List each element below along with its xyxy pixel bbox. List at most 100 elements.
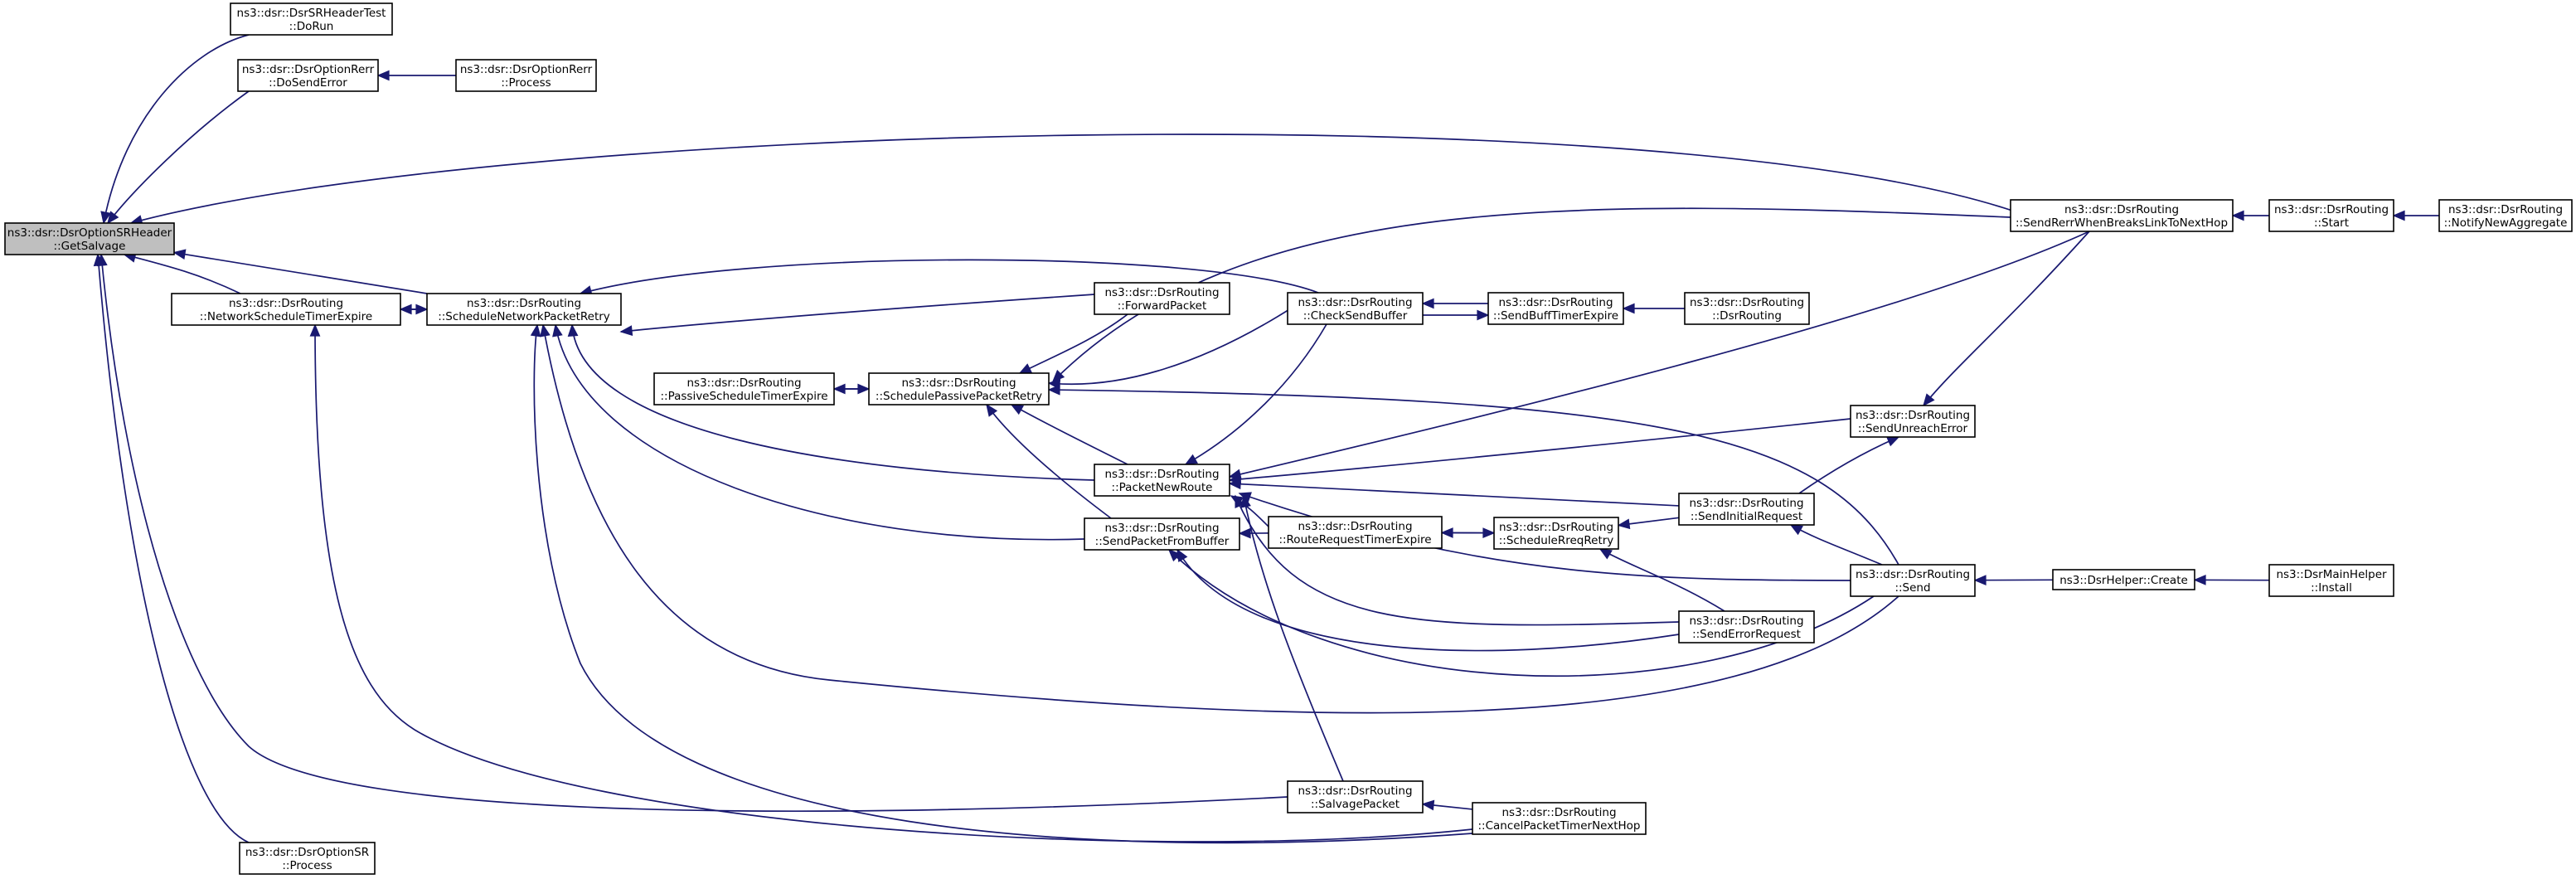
node-packetnewroute-box [1094, 464, 1230, 497]
node-getsalvage[interactable]: ns3::dsr::DsrOptionSRHeader::GetSalvage [4, 222, 175, 255]
edge-send-to-sendinitialreq-line [1790, 524, 1883, 566]
edge-send-to-schednetretry [540, 323, 1899, 714]
node-networksched-label-line-1: ns3::dsr::DsrRouting [229, 297, 343, 310]
edge-passivesched-to-schedpassretry [834, 383, 871, 395]
node-maininstall-label-line-2: ::Install [2311, 581, 2352, 595]
edge-cancelpacket-to-schednetretry-arrowhead [530, 323, 541, 338]
edge-send-to-schednetretry-arrowhead [540, 323, 551, 338]
edge-packetnewroute-to-schedpassretry-line [1011, 404, 1128, 465]
node-notifyaggregate-label-line-2: ::NotifyNewAggregate [2444, 216, 2568, 230]
edge-networksched-to-getsalvage-line [124, 254, 241, 294]
node-send[interactable]: ns3::dsr::DsrRouting::Send [1850, 564, 1976, 597]
edge-routereqtimer-to-sendfrombuffer [1238, 527, 1269, 539]
edge-checksendbuffer-to-sendbufftimer [1422, 309, 1490, 321]
node-passivesched-label-line-1: ns3::dsr::DsrRouting [686, 376, 801, 390]
node-schedreqretry-box [1493, 517, 1619, 550]
edge-senderrorreq-to-packetnewroute-line [1235, 495, 1680, 626]
node-start[interactable]: ns3::dsr::DsrRouting::Start [2268, 199, 2394, 232]
node-dosenderror-box [237, 59, 379, 92]
edge-sendfrombuffer-to-schedpassretry-arrowhead [986, 403, 998, 417]
edge-sendinitialreq-to-packetnewroute-line [1229, 483, 1680, 507]
node-salvagepacket-label-line-2: ::SalvagePacket [1311, 798, 1400, 811]
edge-start-to-sendrerr-arrowhead [2231, 210, 2244, 221]
node-networksched-label-line-2: ::NetworkScheduleTimerExpire [200, 310, 373, 323]
node-routereqtimer[interactable]: ns3::dsr::DsrRouting::RouteRequestTimerE… [1268, 516, 1443, 549]
edge-checksendbuffer-to-schedpassretry-line [1048, 306, 1294, 386]
node-srprocess[interactable]: ns3::dsr::DsrOptionSR::Process [239, 842, 376, 875]
node-forwardpacket[interactable]: ns3::dsr::DsrRouting::ForwardPacket [1094, 282, 1230, 315]
node-sendunreach-box [1850, 405, 1976, 438]
edge-sendfrombuffer-to-schedpassretry-line [986, 404, 1112, 519]
edge-sendrerr-to-sendunreach-arrowhead [1923, 393, 1935, 407]
node-helpercreate-label-line-1: ns3::DsrHelper::Create [2059, 574, 2188, 587]
node-notifyaggregate[interactable]: ns3::dsr::DsrRouting::NotifyNewAggregate [2438, 199, 2573, 232]
edge-sendinitialreq-to-schedreqretry [1617, 517, 1680, 530]
node-schedpassretry-box [868, 372, 1050, 406]
node-dosenderror[interactable]: ns3::dsr::DsrOptionRerr::DoSendError [237, 59, 379, 92]
edge-schednetretry-to-getsalvage [172, 249, 428, 294]
node-senderrorreq[interactable]: ns3::dsr::DsrRouting::SendErrorRequest [1678, 610, 1815, 643]
edge-sendrerr-to-sendunreach [1923, 231, 2090, 407]
edge-cancelpacket-to-networksched [309, 323, 1473, 843]
edge-schednetretry-to-getsalvage-arrowhead [172, 249, 187, 260]
node-sendunreach[interactable]: ns3::dsr::DsrRouting::SendUnreachError [1850, 405, 1976, 438]
node-cancelpacket[interactable]: ns3::dsr::DsrRouting::CancelPacketTimerN… [1472, 802, 1647, 835]
edge-dosenderror-to-getsalvage-line [107, 90, 250, 224]
node-checksendbuffer[interactable]: ns3::dsr::DsrRouting::CheckSendBuffer [1287, 292, 1424, 325]
edge-srprocess-to-getsalvage-line [97, 254, 250, 843]
node-maininstall[interactable]: ns3::DsrMainHelper::Install [2268, 564, 2394, 597]
node-salvagepacket[interactable]: ns3::dsr::DsrRouting::SalvagePacket [1287, 780, 1424, 813]
edge-dorun-to-getsalvage-line [103, 34, 250, 224]
node-sendinitialreq-box [1678, 493, 1815, 526]
node-schednetretry[interactable]: ns3::dsr::DsrRouting::ScheduleNetworkPac… [426, 293, 622, 326]
node-schednetretry-label-line-2: ::ScheduleNetworkPacketRetry [438, 310, 610, 323]
node-sendrerr-box [2010, 199, 2234, 232]
node-sendbufftimer-label-line-1: ns3::dsr::DsrRouting [1498, 296, 1613, 309]
edge-srprocess-to-getsalvage [93, 253, 250, 843]
edge-senderrorreq-to-schedreqretry-line [1599, 548, 1725, 612]
node-sendinitialreq[interactable]: ns3::dsr::DsrRouting::SendInitialRequest [1678, 493, 1815, 526]
edge-packetnewroute-to-schednetretry-line [571, 324, 1095, 481]
node-dorun[interactable]: ns3::dsr::DsrSRHeaderTest::DoRun [230, 2, 393, 36]
edge-routereqtimer-to-packetnewroute-arrowhead [1230, 495, 1244, 507]
edge-sendbufftimer-to-checksendbuffer-arrowhead [1421, 298, 1434, 309]
node-passivesched-label-line-2: ::PassiveScheduleTimerExpire [660, 390, 827, 403]
edge-helpercreate-to-send-arrowhead [1973, 575, 1987, 586]
node-cancelpacket-label-line-2: ::CancelPacketTimerNextHop [1477, 819, 1640, 833]
node-rerrprocess[interactable]: ns3::dsr::DsrOptionRerr::Process [455, 59, 597, 92]
edge-checksendbuffer-to-schednetretry-line [580, 259, 1319, 294]
node-send-box [1850, 564, 1976, 597]
node-senderrorreq-label-line-1: ns3::dsr::DsrRouting [1689, 614, 1803, 628]
node-maininstall-box [2268, 564, 2394, 597]
node-schedpassretry-label-line-2: ::SchedulePassivePacketRetry [876, 390, 1042, 403]
node-schedpassretry-label-line-1: ns3::dsr::DsrRouting [901, 376, 1016, 390]
edge-sendrerr-to-getsalvage-line [130, 134, 2016, 224]
edge-sendfrombuffer-to-schednetretry-line [555, 324, 1085, 541]
edge-send-to-sendinitialreq [1789, 524, 1883, 566]
node-dorun-label-line-2: ::DoRun [289, 20, 334, 33]
edge-checksendbuffer-to-sendbufftimer-arrowhead [1477, 309, 1490, 321]
node-sendfrombuffer[interactable]: ns3::dsr::DsrRouting::SendPacketFromBuff… [1084, 517, 1240, 551]
edge-dorun-to-getsalvage [100, 34, 250, 225]
node-sendrerr[interactable]: ns3::dsr::DsrRouting::SendRerrWhenBreaks… [2010, 199, 2234, 232]
node-dsrrouting[interactable]: ns3::dsr::DsrRouting::DsrRouting [1684, 292, 1810, 325]
node-sendbufftimer[interactable]: ns3::dsr::DsrRouting::SendBuffTimerExpir… [1487, 292, 1624, 325]
node-networksched-box [171, 293, 401, 326]
node-routereqtimer-label-line-2: ::RouteRequestTimerExpire [1278, 533, 1431, 546]
node-srprocess-label-line-1: ns3::dsr::DsrOptionSR [245, 846, 369, 859]
node-schedreqretry-label-line-1: ns3::dsr::DsrRouting [1499, 521, 1613, 534]
node-cancelpacket-label-line-1: ns3::dsr::DsrRouting [1501, 806, 1616, 819]
node-schedreqretry[interactable]: ns3::dsr::DsrRouting::ScheduleRreqRetry [1493, 517, 1619, 550]
node-networksched[interactable]: ns3::dsr::DsrRouting::NetworkScheduleTim… [171, 293, 401, 326]
edge-passivesched-to-schedpassretry-arrowhead [857, 383, 871, 395]
node-passivesched[interactable]: ns3::dsr::DsrRouting::PassiveScheduleTim… [653, 372, 835, 406]
node-schedpassretry[interactable]: ns3::dsr::DsrRouting::SchedulePassivePac… [868, 372, 1050, 406]
node-packetnewroute[interactable]: ns3::dsr::DsrRouting::PacketNewRoute [1094, 464, 1230, 497]
node-helpercreate[interactable]: ns3::DsrHelper::Create [2052, 569, 2195, 590]
node-checksendbuffer-label-line-2: ::CheckSendBuffer [1303, 309, 1408, 323]
edge-networksched-to-schednetretry-arrowhead [415, 304, 429, 315]
edge-sendinitialreq-to-sendunreach-arrowhead [1885, 436, 1900, 447]
edge-sendbufftimer-to-checksendbuffer [1421, 298, 1488, 309]
node-start-label-line-1: ns3::dsr::DsrRouting [2274, 203, 2389, 216]
